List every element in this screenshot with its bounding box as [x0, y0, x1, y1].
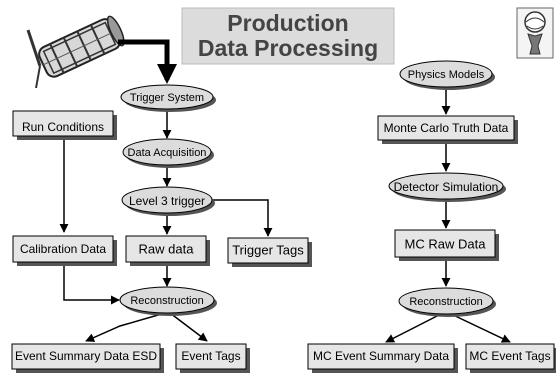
node-mc-raw-data: MC Raw Data [394, 229, 499, 261]
mc-truth-data-label: Monte Carlo Truth Data [384, 121, 509, 135]
detector-simulation-label: Detector Simulation [394, 180, 499, 194]
node-data-acquisition: Data Acquisition [122, 138, 214, 168]
node-event-tags: Event Tags [175, 343, 250, 373]
node-reconstruction: Reconstruction [119, 286, 217, 316]
physics-models-label: Physics Models [408, 69, 485, 81]
node-mc-truth-data: Monte Carlo Truth Data [377, 115, 518, 144]
reconstruction-label: Reconstruction [130, 295, 203, 307]
mc-raw-data-label: MC Raw Data [405, 236, 487, 251]
data-acquisition-label: Data Acquisition [128, 147, 207, 159]
atlas-figure-logo [516, 7, 554, 59]
detector-icon [26, 15, 125, 89]
node-trigger-tags: Trigger Tags [227, 237, 312, 267]
raw-data-label: Raw data [139, 241, 195, 256]
node-trigger-system: Trigger System [120, 84, 216, 112]
trigger-system-label: Trigger System [130, 92, 204, 104]
event-summary-data-label: Event Summary Data ESD [15, 349, 157, 363]
connectors [59, 87, 511, 343]
mc-event-summary-label: MC Event Summary Data [313, 349, 449, 363]
node-mc-event-summary: MC Event Summary Data [307, 343, 458, 373]
node-event-summary-data: Event Summary Data ESD [11, 343, 164, 373]
title-banner: Production Data Processing [181, 7, 395, 65]
node-run-conditions: Run Conditions [12, 110, 117, 140]
calibration-data-label: Calibration Data [20, 242, 106, 256]
node-mc-event-tags: MC Event Tags [465, 343, 556, 373]
reconstruction-mc-label: Reconstruction [409, 296, 482, 308]
node-raw-data: Raw data [125, 235, 210, 266]
event-tags-label: Event Tags [181, 349, 240, 363]
node-level3-trigger: Level 3 trigger [121, 186, 215, 216]
node-physics-models: Physics Models [399, 60, 495, 90]
node-detector-simulation: Detector Simulation [388, 172, 506, 202]
mc-event-tags-label: MC Event Tags [469, 349, 550, 363]
level3-trigger-label: Level 3 trigger [129, 194, 205, 208]
node-reconstruction-mc: Reconstruction [398, 287, 496, 317]
trigger-tags-label: Trigger Tags [232, 242, 304, 257]
title-line-2: Data Processing [198, 35, 378, 61]
title-line-1: Production [227, 10, 348, 36]
detector-to-trigger-arrow [118, 39, 177, 84]
node-calibration-data: Calibration Data [12, 235, 117, 266]
run-conditions-label: Run Conditions [22, 120, 104, 134]
